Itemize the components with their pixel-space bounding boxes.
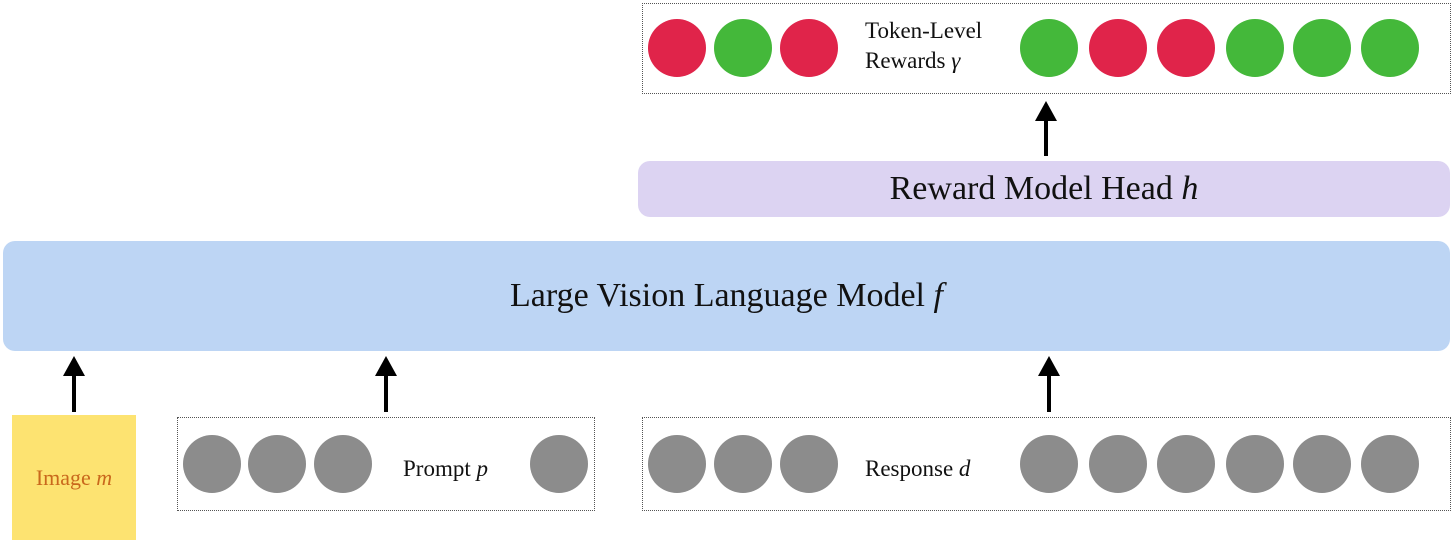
prompt-tokens-box: Prompt p: [177, 417, 595, 511]
token-rewards-box: Token-Level Rewards γ: [642, 3, 1451, 94]
response-token-5: [1089, 435, 1147, 493]
reward-token-4: [1020, 19, 1078, 77]
arrow-image-to-lvlm: [59, 356, 89, 412]
response-token-8: [1293, 435, 1351, 493]
reward-token-8: [1293, 19, 1351, 77]
image-symbol: m: [96, 464, 113, 490]
response-token-1: [648, 435, 706, 493]
reward-head-label: Reward Model Head: [889, 170, 1173, 207]
response-label: Response d: [865, 454, 970, 484]
prompt-token-3: [314, 435, 372, 493]
token-level-rewards-label: Token-Level Rewards γ: [865, 16, 982, 76]
prompt-label-text: Prompt: [403, 456, 471, 481]
image-label: Image: [35, 464, 91, 490]
rewards-symbol: γ: [951, 48, 961, 73]
response-token-6: [1157, 435, 1215, 493]
arrow-head-to-rewards: [1031, 101, 1061, 156]
prompt-token-1: [183, 435, 241, 493]
response-tokens-box: Response d: [642, 417, 1451, 511]
reward-token-7: [1226, 19, 1284, 77]
arrow-response-to-lvlm: [1034, 356, 1064, 412]
prompt-token-4: [530, 435, 588, 493]
reward-token-3: [780, 19, 838, 77]
response-token-9: [1361, 435, 1419, 493]
reward-token-6: [1157, 19, 1215, 77]
lvlm-label: Large Vision Language Model: [510, 277, 926, 314]
reward-token-1: [648, 19, 706, 77]
reward-head-symbol: h: [1181, 170, 1199, 207]
lvlm-symbol: f: [933, 277, 943, 314]
reward-token-2: [714, 19, 772, 77]
response-token-3: [780, 435, 838, 493]
response-label-text: Response: [865, 456, 954, 481]
lvlm-block: Large Vision Language Model f: [3, 241, 1450, 351]
image-input: Image m: [12, 415, 136, 540]
response-token-4: [1020, 435, 1078, 493]
response-symbol: d: [958, 456, 971, 481]
reward-token-9: [1361, 19, 1419, 77]
prompt-symbol: p: [476, 456, 488, 481]
arrow-prompt-to-lvlm: [371, 356, 401, 412]
prompt-label: Prompt p: [403, 454, 488, 484]
response-token-2: [714, 435, 772, 493]
prompt-token-2: [248, 435, 306, 493]
token-level-label-line1: Token-Level: [865, 18, 983, 43]
response-token-7: [1226, 435, 1284, 493]
rewards-label-line2: Rewards: [865, 48, 946, 73]
reward-model-head: Reward Model Head h: [638, 161, 1450, 217]
reward-token-5: [1089, 19, 1147, 77]
